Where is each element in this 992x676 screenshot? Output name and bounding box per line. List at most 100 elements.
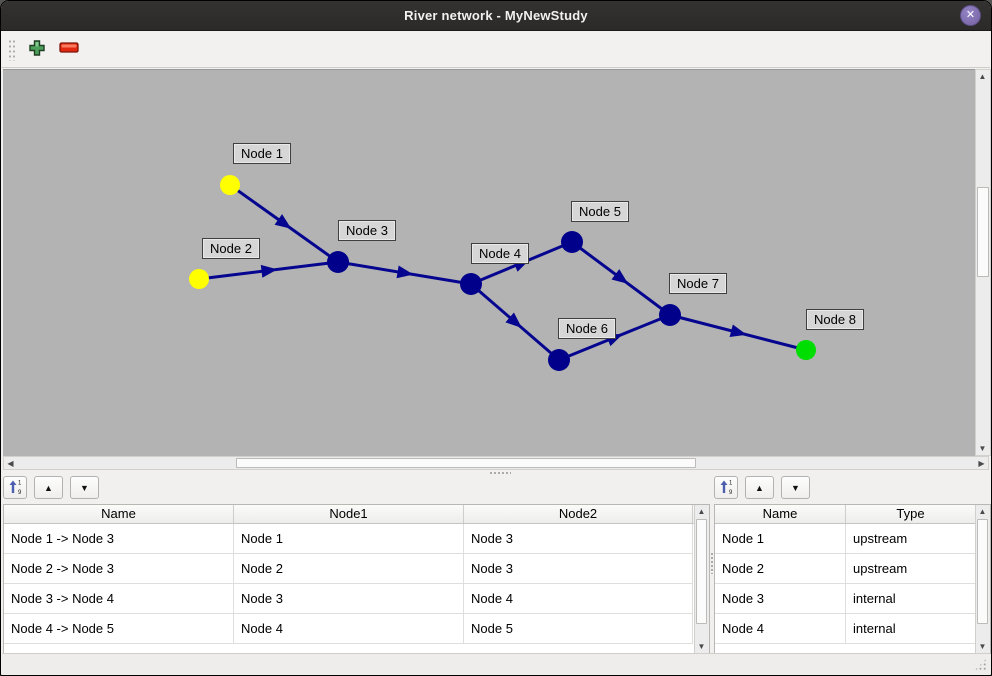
sort-button[interactable]: 1 9 bbox=[3, 476, 27, 499]
resize-grip[interactable] bbox=[974, 658, 987, 671]
river-network-canvas[interactable]: Node 1 Node 2 Node 3 Node 4 Node 5 Node 6 Node… bbox=[3, 69, 975, 456]
table-scroll-thumb[interactable] bbox=[977, 519, 988, 624]
horizontal-scroll-thumb[interactable] bbox=[236, 458, 696, 468]
scroll-up-icon[interactable]: ▲ bbox=[978, 72, 987, 81]
move-down-button[interactable]: ▼ bbox=[70, 476, 99, 499]
nodes-toolbar: 1 9 ▲ ▼ bbox=[714, 476, 991, 502]
table-cell: internal bbox=[846, 614, 976, 644]
column-header[interactable]: Name bbox=[715, 505, 846, 523]
move-up-button[interactable]: ▲ bbox=[34, 476, 63, 499]
node-circle[interactable] bbox=[327, 251, 349, 273]
node-label[interactable]: Node 5 bbox=[571, 201, 629, 222]
scroll-up-icon[interactable]: ▲ bbox=[978, 507, 987, 516]
down-arrow-icon: ▼ bbox=[80, 482, 89, 493]
horizontal-splitter[interactable] bbox=[2, 470, 990, 476]
plus-icon bbox=[28, 39, 46, 60]
scroll-up-icon[interactable]: ▲ bbox=[697, 507, 706, 516]
node-label[interactable]: Node 6 bbox=[558, 318, 616, 339]
scroll-down-icon[interactable]: ▼ bbox=[697, 642, 706, 651]
minus-icon bbox=[59, 42, 79, 57]
edge-arrow-icon bbox=[729, 324, 747, 338]
svg-text:1: 1 bbox=[18, 481, 22, 487]
table-cell: Node 4 -> Node 5 bbox=[4, 614, 234, 644]
toolbar-drag-handle[interactable] bbox=[8, 38, 16, 61]
edge-arrow-icon bbox=[274, 214, 292, 229]
table-cell: Node 3 bbox=[715, 584, 846, 614]
edge-arrow-icon bbox=[505, 312, 522, 328]
column-header[interactable]: Type bbox=[846, 505, 976, 523]
scroll-down-icon[interactable]: ▼ bbox=[978, 642, 987, 651]
move-down-button[interactable]: ▼ bbox=[781, 476, 810, 499]
table-cell: Node 4 bbox=[464, 584, 693, 614]
scroll-down-icon[interactable]: ▼ bbox=[978, 444, 987, 453]
column-header[interactable]: Node2 bbox=[464, 505, 693, 523]
partial-table-row bbox=[715, 644, 990, 653]
node-circle[interactable] bbox=[561, 231, 583, 253]
window-title: River network - MyNewStudy bbox=[404, 8, 588, 23]
node-label[interactable]: Node 4 bbox=[471, 243, 529, 264]
vertical-scroll-thumb[interactable] bbox=[977, 187, 989, 277]
move-up-button[interactable]: ▲ bbox=[745, 476, 774, 499]
table-cell: Node 3 bbox=[234, 584, 464, 614]
close-icon[interactable]: ✕ bbox=[960, 5, 981, 26]
table-cell: Node 3 bbox=[464, 524, 693, 554]
column-header[interactable]: Node1 bbox=[234, 505, 464, 523]
node-circle[interactable] bbox=[659, 304, 681, 326]
canvas-horizontal-scrollbar[interactable]: ◀ ▶ bbox=[3, 456, 989, 470]
scroll-right-icon[interactable]: ▶ bbox=[978, 459, 985, 468]
remove-button[interactable] bbox=[56, 37, 82, 63]
table-cell: Node 2 bbox=[715, 554, 846, 584]
column-header[interactable]: Name bbox=[4, 505, 234, 523]
canvas-vertical-scrollbar[interactable]: ▲ ▼ bbox=[975, 69, 991, 456]
node-circle[interactable] bbox=[548, 349, 570, 371]
table-cell: Node 2 -> Node 3 bbox=[4, 554, 234, 584]
node-circle[interactable] bbox=[796, 340, 816, 360]
svg-text:1: 1 bbox=[729, 481, 733, 487]
table-cell: internal bbox=[846, 584, 976, 614]
branches-table-scrollbar[interactable]: ▲ ▼ bbox=[694, 505, 709, 653]
table-cell: Node 4 bbox=[715, 614, 846, 644]
branches-toolbar: 1 9 ▲ ▼ bbox=[3, 476, 710, 502]
edge-arrow-icon bbox=[611, 269, 629, 284]
node-label[interactable]: Node 1 bbox=[233, 143, 291, 164]
node-label[interactable]: Node 7 bbox=[669, 273, 727, 294]
node-circle[interactable] bbox=[220, 175, 240, 195]
splitter-grip bbox=[489, 471, 511, 475]
status-bar bbox=[2, 653, 990, 674]
svg-text:9: 9 bbox=[18, 490, 22, 495]
node-label[interactable]: Node 3 bbox=[338, 220, 396, 241]
sort-ascending-icon: 1 9 bbox=[7, 478, 23, 497]
node-label[interactable]: Node 2 bbox=[202, 238, 260, 259]
table-cell: Node 1 bbox=[715, 524, 846, 554]
add-button[interactable] bbox=[24, 37, 50, 63]
table-cell: Node 2 bbox=[234, 554, 464, 584]
node-label[interactable]: Node 8 bbox=[806, 309, 864, 330]
title-bar[interactable]: River network - MyNewStudy ✕ bbox=[1, 1, 991, 31]
down-arrow-icon: ▼ bbox=[791, 482, 800, 493]
up-arrow-icon: ▲ bbox=[755, 482, 764, 493]
scroll-left-icon[interactable]: ◀ bbox=[7, 459, 14, 468]
splitter-grip bbox=[710, 552, 714, 574]
table-cell: Node 3 bbox=[464, 554, 693, 584]
table-scroll-thumb[interactable] bbox=[696, 519, 707, 624]
vertical-splitter[interactable] bbox=[710, 476, 714, 654]
nodes-table-scrollbar[interactable]: ▲ ▼ bbox=[975, 505, 990, 653]
table-cell: Node 4 bbox=[234, 614, 464, 644]
sort-button[interactable]: 1 9 bbox=[714, 476, 738, 499]
table-cell: upstream bbox=[846, 554, 976, 584]
node-circle[interactable] bbox=[189, 269, 209, 289]
edge-arrow-icon bbox=[396, 265, 414, 279]
node-circle[interactable] bbox=[460, 273, 482, 295]
